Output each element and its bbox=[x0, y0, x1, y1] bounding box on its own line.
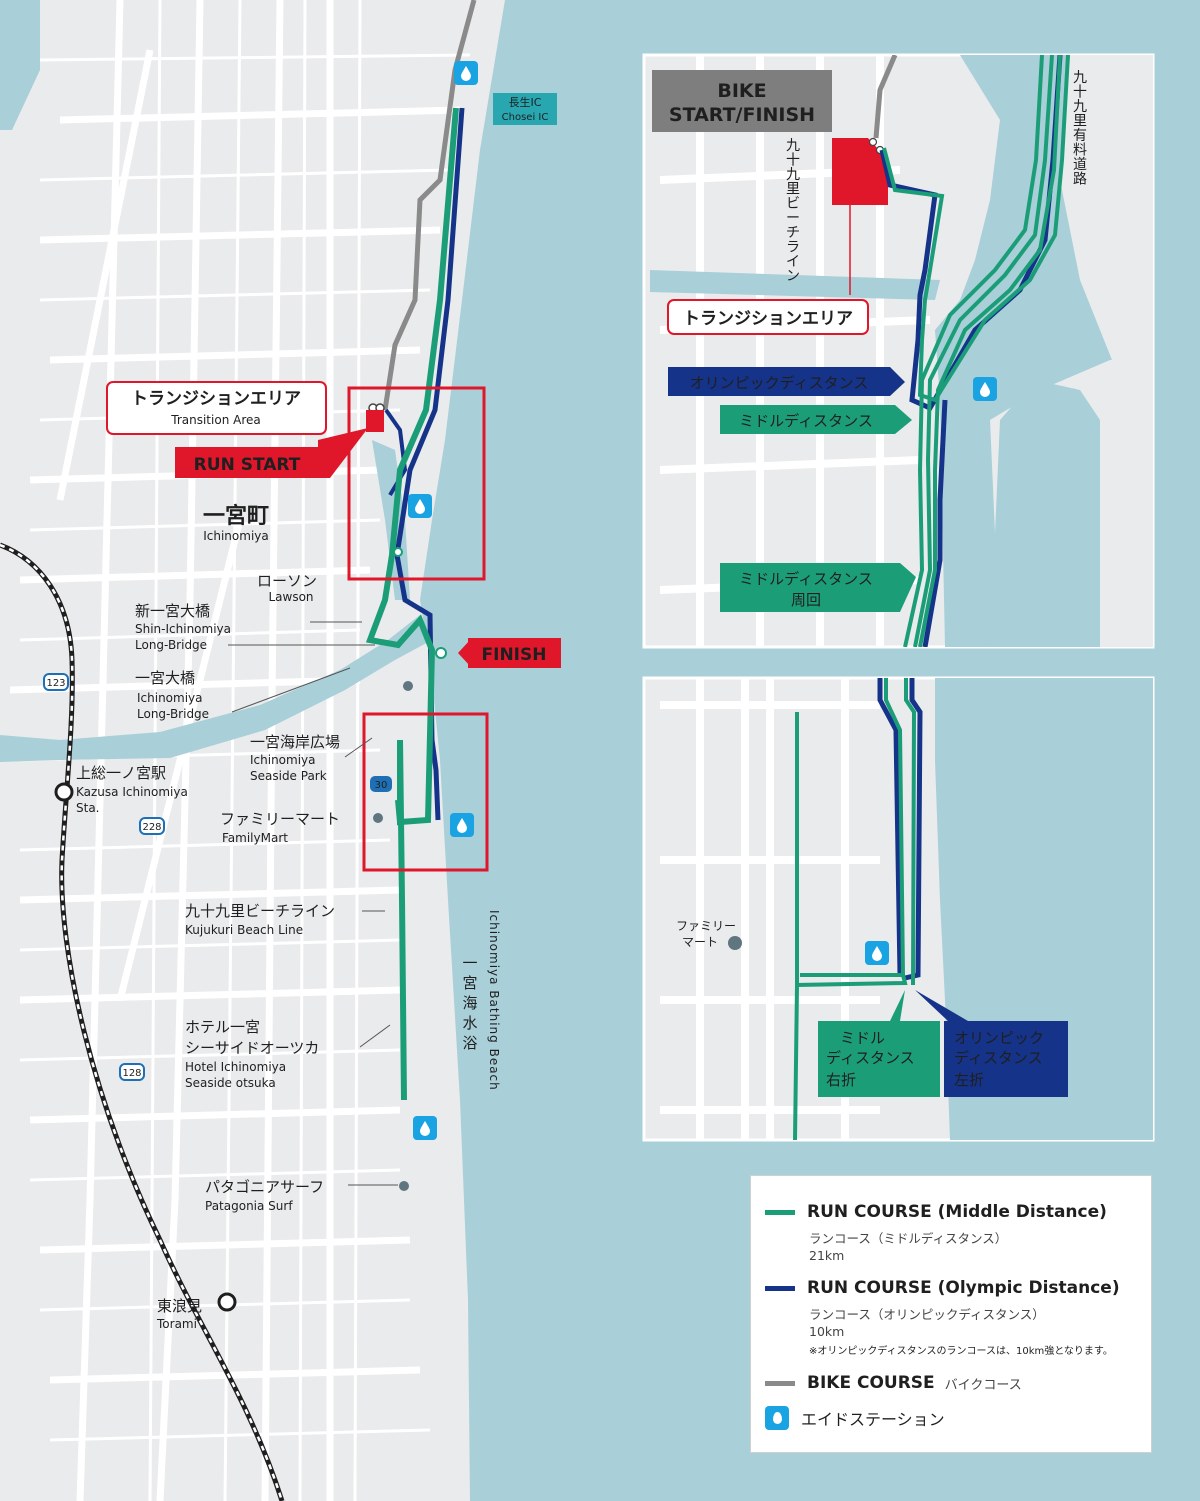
inset-middle-turn-3: 右折 bbox=[826, 1071, 856, 1089]
svg-text:Torami: Torami bbox=[156, 1317, 197, 1331]
legend-middle-sub: ランコース（ミドルディスタンス） bbox=[809, 1231, 1008, 1246]
inset-middle-loop-label-1: ミドルディスタンス bbox=[739, 570, 873, 588]
route-badges: 123 128 228 30 bbox=[43, 673, 392, 1081]
legend-aid-title: エイドステーション bbox=[801, 1410, 945, 1429]
svg-text:Long-Bridge: Long-Bridge bbox=[135, 638, 207, 652]
svg-text:九十九里ビーチライン: 九十九里ビーチライン bbox=[185, 902, 335, 920]
svg-text:30: 30 bbox=[375, 780, 388, 791]
legend-bike-sub: バイクコース bbox=[944, 1377, 1022, 1393]
inset-olympic-turn-1: オリンピック bbox=[954, 1029, 1044, 1047]
transition-label-en: Transition Area bbox=[170, 413, 260, 427]
legend-middle-dist: 21km bbox=[809, 1248, 845, 1263]
svg-text:Long-Bridge: Long-Bridge bbox=[137, 707, 209, 721]
finish-label: FINISH bbox=[482, 645, 547, 665]
run-start-label-box bbox=[175, 447, 325, 478]
inset-olympic-turn-2: ディスタンス bbox=[954, 1049, 1043, 1067]
station-marker bbox=[217, 1292, 237, 1312]
svg-text:Kujukuri Beach Line: Kujukuri Beach Line bbox=[185, 923, 303, 937]
svg-text:ファミリーマート: ファミリーマート bbox=[220, 810, 340, 828]
inset-middle-label: ミドルディスタンス bbox=[739, 412, 873, 430]
svg-text:ホテル一宮: ホテル一宮 bbox=[185, 1018, 260, 1036]
legend-olympic-dist: 10km bbox=[809, 1324, 845, 1339]
inset-road-label: 九十九里ビーチライン bbox=[786, 138, 800, 285]
bike-start-finish-label-1: BIKE bbox=[717, 80, 766, 102]
middle-course-main bbox=[365, 107, 459, 1101]
inset-toll-road-label: 九十九里有料道路 bbox=[1073, 70, 1087, 188]
legend: RUN COURSE (Middle Distance) ランコース（ミドルディ… bbox=[750, 1175, 1152, 1453]
svg-text:東浪見: 東浪見 bbox=[157, 1297, 202, 1315]
inset-transition-label: トランジションエリア bbox=[683, 309, 853, 329]
place-labels: ローソン Lawson 新一宮大橋 Shin-Ichinomiya Long-B… bbox=[76, 572, 340, 1331]
inset-turn-detail: ファミリー マート ミドル ディスタンス 右折 オリンピック ディスタンス 左折 bbox=[642, 676, 1155, 1142]
run-start-label: RUN START bbox=[194, 455, 301, 475]
ic-label-ja: 長生IC bbox=[509, 95, 542, 109]
ic-label-en: Chosei IC bbox=[502, 112, 549, 123]
legend-bike-swatch bbox=[765, 1380, 795, 1386]
poi-dots bbox=[373, 681, 413, 1191]
station-marker bbox=[54, 782, 74, 802]
legend-olympic-row: RUN COURSE (Olympic Distance) bbox=[765, 1278, 1120, 1298]
svg-text:シーサイドオーツカ: シーサイドオーツカ bbox=[185, 1039, 319, 1057]
svg-text:Seaside Park: Seaside Park bbox=[250, 769, 327, 783]
svg-text:パタゴニアサーフ: パタゴニアサーフ bbox=[205, 1178, 324, 1196]
aid-station-icon bbox=[413, 1116, 437, 1140]
bike-start-finish-label-2: START/FINISH bbox=[669, 104, 815, 126]
svg-text:一宮大橋: 一宮大橋 bbox=[135, 669, 195, 687]
transition-label-box bbox=[106, 381, 327, 435]
transition-label-ja: トランジションエリア bbox=[131, 389, 301, 409]
svg-text:Ichinomiya: Ichinomiya bbox=[250, 753, 316, 767]
svg-text:一宮海岸広場: 一宮海岸広場 bbox=[250, 733, 340, 751]
svg-text:Hotel Ichinomiya: Hotel Ichinomiya bbox=[185, 1060, 286, 1074]
aid-station-icon bbox=[454, 61, 478, 85]
ic-badge bbox=[493, 93, 557, 125]
svg-text:Ichinomiya: Ichinomiya bbox=[137, 691, 203, 705]
legend-middle-swatch bbox=[765, 1209, 795, 1215]
aid-station-icon bbox=[408, 494, 432, 518]
svg-text:上総一ノ宮駅: 上総一ノ宮駅 bbox=[76, 764, 166, 782]
svg-text:Sta.: Sta. bbox=[76, 801, 100, 815]
inset-olympic-label: オリンピックディスタンス bbox=[690, 374, 869, 392]
legend-bike-title: BIKE COURSE bbox=[807, 1373, 935, 1393]
svg-text:Lawson: Lawson bbox=[268, 590, 313, 604]
svg-text:128: 128 bbox=[122, 1068, 141, 1079]
inset-middle-loop-label-2: 周回 bbox=[791, 591, 821, 609]
legend-olympic-note: ※オリンピックディスタンスのランコースは、10km強となります。 bbox=[809, 1346, 1113, 1357]
beach-label-en: Ichinomiya Bathing Beach bbox=[487, 910, 501, 1091]
inset-middle-turn-2: ディスタンス bbox=[826, 1049, 915, 1067]
river bbox=[0, 615, 432, 762]
svg-text:ローソン: ローソン bbox=[257, 572, 317, 590]
svg-text:Seaside otsuka: Seaside otsuka bbox=[185, 1076, 276, 1090]
leader-lines bbox=[228, 621, 398, 1186]
inset-transition-detail: BIKE START/FINISH 九十九里ビーチライン 九十九里有料道路 トラ… bbox=[642, 53, 1155, 649]
svg-text:228: 228 bbox=[142, 822, 161, 833]
svg-text:Patagonia Surf: Patagonia Surf bbox=[205, 1199, 293, 1213]
svg-text:新一宮大橋: 新一宮大橋 bbox=[135, 602, 210, 620]
river-inlet bbox=[372, 440, 410, 600]
focus-box-familymart bbox=[362, 712, 489, 872]
svg-text:123: 123 bbox=[46, 678, 65, 689]
legend-aid-row: エイドステーション bbox=[765, 1406, 945, 1430]
inset-middle-turn-1: ミドル bbox=[840, 1029, 885, 1047]
legend-middle-row: RUN COURSE (Middle Distance) bbox=[765, 1202, 1107, 1222]
svg-text:FamilyMart: FamilyMart bbox=[222, 831, 288, 845]
town-label-en: Ichinomiya bbox=[203, 529, 269, 543]
town-label-ja: 一宮町 bbox=[203, 503, 269, 529]
aid-station-icon bbox=[765, 1406, 789, 1430]
legend-middle-title: RUN COURSE (Middle Distance) bbox=[807, 1202, 1107, 1222]
inset-store-label-2: マート bbox=[682, 935, 718, 949]
inset-olympic-turn-3: 左折 bbox=[954, 1071, 984, 1089]
lagoon bbox=[0, 0, 40, 130]
finish-label-box bbox=[468, 638, 561, 668]
svg-text:Shin-Ichinomiya: Shin-Ichinomiya bbox=[135, 622, 231, 636]
svg-text:Kazusa Ichinomiya: Kazusa Ichinomiya bbox=[76, 785, 188, 799]
aid-station-icon bbox=[450, 813, 474, 837]
beach-label-ja: 一宮海水浴 bbox=[462, 954, 477, 1052]
legend-bike-row: BIKE COURSE バイクコース bbox=[765, 1373, 1022, 1393]
legend-olympic-swatch bbox=[765, 1285, 795, 1291]
legend-olympic-sub: ランコース（オリンピックディスタンス） bbox=[809, 1307, 1045, 1322]
inset-store-label-1: ファミリー bbox=[676, 919, 736, 933]
legend-olympic-title: RUN COURSE (Olympic Distance) bbox=[807, 1278, 1120, 1298]
focus-box-transition bbox=[347, 386, 486, 581]
